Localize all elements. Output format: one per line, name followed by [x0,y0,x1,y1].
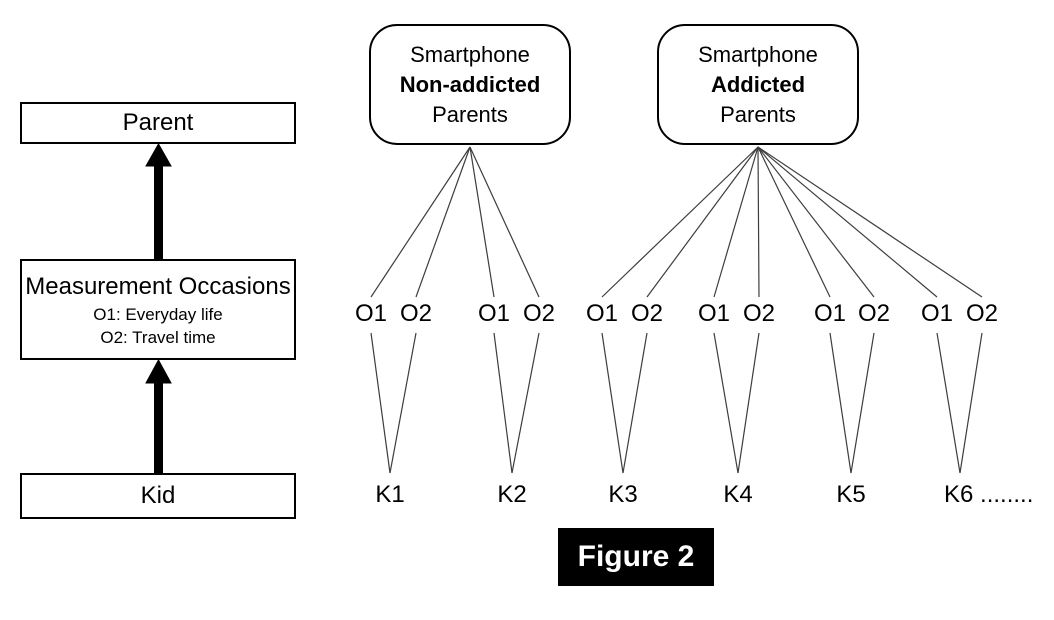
kid-label-k3: K3 [608,481,638,508]
kid-box: Kid [20,473,296,519]
measurement-occasions-box: Measurement Occasions O1: Everyday life … [20,259,296,360]
kid-label-k6: K6 ........ [944,481,1034,508]
occasion-label-k3-o2: O2 [630,300,663,327]
figure-caption-text: Figure 2 [577,540,695,573]
occasion-label-k1-o1: O1 [354,300,387,327]
measurement-occasions-title: Measurement Occasions [25,272,291,300]
occasion-label-k6-o2: O2 [965,300,998,327]
nonaddicted-line-1: Smartphone [410,41,530,67]
nonaddicted-parents-box: Smartphone Non-addicted Parents [369,24,571,145]
occasion-label-k5-o2: O2 [857,300,890,327]
occasion-label-k2-o2: O2 [522,300,555,327]
addicted-line-3: Parents [720,101,796,127]
parent-box-label: Parent [122,109,194,136]
nonaddicted-line-3: Parents [432,101,508,127]
nonaddicted-line-2: Non-addicted [399,71,541,97]
figure-caption: Figure 2 [558,528,714,586]
occasion-label-k5-o1: O1 [813,300,846,327]
occasion-label-k4-o1: O1 [697,300,730,327]
occasion-label-k1-o2: O2 [399,300,432,327]
occasion-label-k2-o1: O1 [477,300,510,327]
occasion-label-k6-o1: O1 [920,300,953,327]
occasion-label-k3-o1: O1 [585,300,618,327]
addicted-parents-box: Smartphone Addicted Parents [657,24,859,145]
measurement-occasion-item: O2: Travel time [100,327,216,347]
addicted-line-2: Addicted [710,71,806,97]
fan-nonaddicted [370,146,540,298]
parent-box: Parent [20,102,296,144]
kid-label-k5: K5 [836,481,866,508]
addicted-line-1: Smartphone [698,41,818,67]
v-connectors [370,332,983,474]
kid-label-k4: K4 [723,481,753,508]
kid-label-k1: K1 [375,481,405,508]
measurement-occasion-item: O1: Everyday life [93,304,223,324]
kid-label-k2: K2 [497,481,527,508]
occasion-label-k4-o2: O2 [742,300,775,327]
up-arrow-measurement-to-parent [145,142,172,259]
kid-box-label: Kid [140,482,176,509]
fan-addicted [601,146,983,298]
up-arrow-kid-to-measurement [145,358,172,473]
